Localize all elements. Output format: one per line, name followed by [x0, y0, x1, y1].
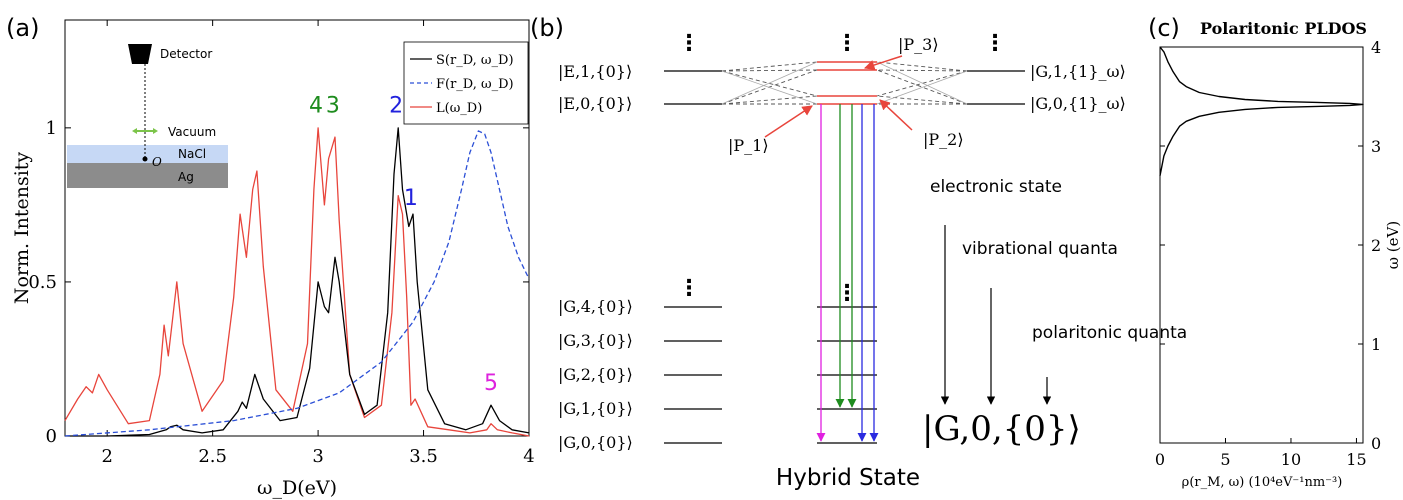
ellipsis-ground-center: ⋮: [836, 281, 858, 306]
panel-a-ytick-label: 0.5: [28, 272, 57, 293]
ellipsis-center: ⋮: [836, 31, 858, 56]
origin-dot: [142, 156, 148, 162]
state-g1: |G,1,{0}⟩: [558, 399, 633, 418]
detector-label: Detector: [160, 47, 212, 61]
label-vibrational: vibrational quanta: [962, 239, 1118, 259]
ellipsis-ground: ⋮: [678, 276, 700, 301]
panel-b-label: (b): [530, 14, 564, 42]
origin-label: O: [152, 155, 162, 169]
legend-label-l: L(ω_D): [436, 101, 482, 116]
state-e0: |E,0,{0}⟩: [558, 94, 632, 113]
panel-a-series: [64, 127, 530, 437]
panel-a-frame: [64, 19, 530, 437]
panel-a-label: (a): [6, 14, 39, 42]
panel-a-ytick-label: 1: [46, 118, 57, 139]
panel-c-ytick-label: 0: [1371, 434, 1381, 453]
state-g4: |G,4,{0}⟩: [558, 297, 633, 316]
label-p2: |P_2⟩: [923, 130, 964, 149]
panel-a-inset: Detector O Vacuum NaCl Ag: [67, 44, 228, 188]
ag-label: Ag: [178, 170, 194, 184]
panel-c-label: (c): [1148, 14, 1180, 42]
legend-label-f: F(r_D, ω_D): [436, 77, 514, 92]
hybrid-state-caption: Hybrid State: [776, 465, 920, 491]
panel-a-xtick-label: 4: [523, 446, 534, 467]
ellipsis-left: ⋮: [678, 31, 700, 56]
label-p1: |P_1⟩: [728, 136, 769, 155]
panel-c-title: Polaritonic PLDOS: [1200, 19, 1367, 38]
panel-a-legend: S(r_D, ω_D) F(r_D, ω_D) L(ω_D): [403, 41, 529, 125]
panel-a-xtick-label: 3.5: [409, 446, 438, 467]
panel-c-ytick-label: 4: [1371, 38, 1381, 57]
label-electronic: electronic state: [930, 177, 1062, 197]
coupling-lines: [721, 61, 968, 105]
panel-c-xtick-label: 15: [1346, 450, 1366, 469]
panel-a-ytick-label: 0: [46, 426, 57, 447]
nacl-layer: [67, 145, 228, 163]
peak-label: 1: [404, 186, 418, 211]
arrow-p1: [764, 105, 813, 138]
peak-label: 3: [326, 93, 340, 118]
legend-label-s: S(r_D, ω_D): [436, 53, 514, 68]
panel-a: (a) 2 2.5 3 3.5 4 0 0.5 1 ω_D(eV) Norm. Intensi…: [6, 14, 535, 499]
peak-label: 5: [484, 371, 498, 396]
panel-a-xtick-label: 2.5: [198, 446, 227, 467]
peak-label: 2: [389, 93, 403, 118]
panel-c-xtick-label: 0: [1155, 450, 1165, 469]
state-g3: |G,3,{0}⟩: [558, 331, 633, 350]
panel-a-axes: 2 2.5 3 3.5 4 0 0.5 1: [28, 20, 535, 467]
panel-a-ylabel: Norm. Intensity: [11, 152, 33, 305]
arrow-p2: [879, 99, 913, 131]
panel-c-ytick-label: 1: [1371, 335, 1381, 354]
peak-label: 4: [309, 93, 323, 118]
panel-c-ytick-label: 2: [1371, 236, 1381, 255]
detector-icon: [128, 44, 152, 64]
nacl-label: NaCl: [178, 147, 206, 161]
coupling-grey: [721, 61, 968, 105]
series-f-line: [64, 130, 530, 437]
panel-c-xtick-label: 10: [1281, 450, 1301, 469]
series-s-line: [65, 127, 530, 437]
panel-a-xlabel: ω_D(eV): [257, 477, 337, 499]
state-g1-1w: |G,1,{1}_ω⟩: [1030, 62, 1126, 81]
panel-c: (c) Polaritonic PLDOS 0 5 10 15 0 1 2 3 4 ρ(r_M,…: [1148, 14, 1402, 490]
panel-a-xtick-label: 2: [101, 446, 112, 467]
label-polaritonic: polaritonic quanta: [1032, 323, 1187, 343]
label-p3: |P_3⟩: [898, 35, 939, 54]
pldos-line: [1159, 46, 1364, 176]
panel-c-axes: 0 5 10 15 0 1 2 3 4: [1155, 38, 1381, 469]
state-e1: |E,1,{0}⟩: [558, 62, 632, 81]
ag-layer: [67, 163, 228, 188]
arrow-p3: [864, 55, 903, 71]
big-state-label: |G,0,{0}⟩: [922, 409, 1081, 449]
panel-c-xtick-label: 5: [1220, 450, 1230, 469]
panel-c-ytick-label: 3: [1371, 137, 1381, 156]
panel-c-xlabel: ρ(r_M, ω) (10⁴eV⁻¹nm⁻³): [1182, 475, 1343, 490]
panel-c-series: [1159, 46, 1364, 176]
ground-levels: [664, 306, 877, 444]
state-g0: |G,0,{0}⟩: [558, 433, 633, 452]
series-l-line: [64, 127, 530, 437]
panel-c-ylabel: ω (eV): [1384, 221, 1402, 269]
polariton-levels: [817, 61, 877, 105]
panel-b: (b) ⋮ ⋮ ⋮ ⋮ ⋮ |E,1,{0}⟩ |E,0,{0}⟩ |G,1,{…: [530, 14, 1187, 491]
vacuum-label: Vacuum: [168, 125, 216, 139]
ellipsis-right: ⋮: [984, 31, 1006, 56]
state-g2: |G,2,{0}⟩: [558, 365, 633, 384]
state-g0-1w: |G,0,{1}_ω⟩: [1030, 94, 1126, 113]
panel-a-xtick-label: 3: [312, 446, 323, 467]
